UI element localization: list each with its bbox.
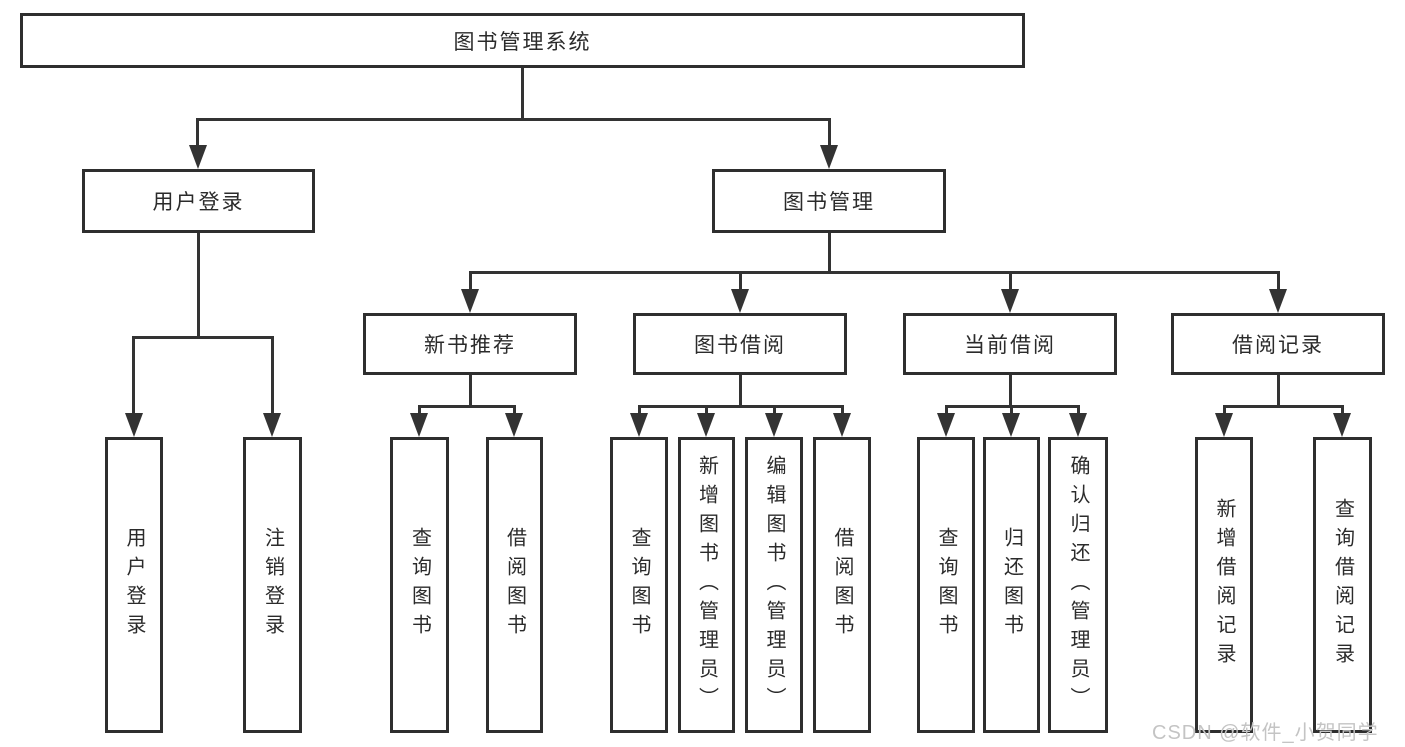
connector-line	[1277, 271, 1280, 293]
node-borrow-records-label: 借阅记录	[1232, 334, 1324, 357]
leaf-borrow-books-label: 借阅图书	[503, 527, 526, 643]
arrow-down-icon	[731, 289, 749, 313]
leaf-query-books-label: 查询图书	[408, 527, 431, 643]
leaf-edit-books-admin-label: 编辑图书（管理员）	[763, 454, 785, 716]
arrow-down-icon	[1001, 289, 1019, 313]
arrow-down-icon	[410, 413, 428, 437]
connector-line	[828, 118, 831, 148]
leaf-confirm-return-admin-label: 确认归还（管理员）	[1067, 454, 1089, 716]
node-new-book-recommend: 新书推荐	[363, 313, 577, 375]
arrow-down-icon	[697, 413, 715, 437]
arrow-down-icon	[765, 413, 783, 437]
arrow-down-icon	[1002, 413, 1020, 437]
node-user-login-label: 用户登录	[152, 191, 245, 214]
arrow-down-icon	[1069, 413, 1087, 437]
node-new-book-recommend-label: 新书推荐	[424, 334, 516, 357]
leaf-user-login: 用户登录	[105, 437, 163, 733]
arrow-down-icon	[125, 413, 143, 437]
arrow-down-icon	[937, 413, 955, 437]
connector-line	[132, 336, 135, 416]
node-book-management-label: 图书管理	[783, 191, 875, 214]
root-node-library-system: 图书管理系统	[20, 13, 1025, 68]
leaf-borrow-books-2: 借阅图书	[813, 437, 871, 733]
connector-line	[639, 405, 843, 408]
connector-line	[828, 233, 831, 273]
leaf-query-books: 查询图书	[390, 437, 449, 733]
connector-line	[133, 336, 273, 339]
connector-line	[419, 405, 515, 408]
node-current-borrow: 当前借阅	[903, 313, 1117, 375]
leaf-edit-books-admin: 编辑图书（管理员）	[745, 437, 803, 733]
node-book-management: 图书管理	[712, 169, 946, 233]
connector-line	[469, 375, 472, 405]
leaf-return-books: 归还图书	[983, 437, 1040, 733]
arrow-down-icon	[263, 413, 281, 437]
arrow-down-icon	[1215, 413, 1233, 437]
connector-line	[470, 271, 1280, 274]
node-current-borrow-label: 当前借阅	[964, 334, 1056, 357]
connector-line	[271, 336, 274, 416]
leaf-logout-label: 注销登录	[261, 527, 284, 643]
leaf-query-books-3-label: 查询图书	[935, 527, 957, 643]
connector-line	[1277, 375, 1280, 405]
connector-line	[513, 405, 516, 415]
arrow-down-icon	[461, 289, 479, 313]
connector-line	[196, 118, 199, 148]
connector-line	[638, 405, 641, 415]
leaf-query-books-3: 查询图书	[917, 437, 975, 733]
node-borrow-records: 借阅记录	[1171, 313, 1385, 375]
connector-line	[1077, 405, 1080, 415]
arrow-down-icon	[1333, 413, 1351, 437]
node-user-login: 用户登录	[82, 169, 315, 233]
leaf-add-books-admin: 新增图书（管理员）	[678, 437, 735, 733]
connector-line	[1223, 405, 1226, 415]
connector-line	[739, 271, 742, 293]
connector-line	[521, 68, 524, 118]
leaf-query-books-2: 查询图书	[610, 437, 668, 733]
connector-line	[705, 405, 708, 415]
root-node-label: 图书管理系统	[453, 30, 592, 54]
arrow-down-icon	[833, 413, 851, 437]
connector-line	[1341, 405, 1344, 415]
leaf-confirm-return-admin: 确认归还（管理员）	[1048, 437, 1108, 733]
connector-line	[945, 405, 948, 415]
arrow-down-icon	[505, 413, 523, 437]
leaf-logout: 注销登录	[243, 437, 302, 733]
leaf-query-borrow-record: 查询借阅记录	[1313, 437, 1372, 733]
arrow-down-icon	[189, 145, 207, 169]
leaf-user-login-label: 用户登录	[123, 527, 145, 643]
arrow-down-icon	[1269, 289, 1287, 313]
connector-line	[469, 271, 472, 293]
connector-line	[197, 118, 831, 121]
leaf-borrow-books: 借阅图书	[486, 437, 543, 733]
connector-line	[1010, 405, 1013, 415]
leaf-query-borrow-record-label: 查询借阅记录	[1331, 498, 1354, 672]
connector-line	[773, 405, 776, 415]
connector-line	[1224, 405, 1343, 408]
leaf-borrow-books-2-label: 借阅图书	[831, 527, 853, 643]
connector-line	[739, 375, 742, 405]
connector-line	[418, 405, 421, 415]
connector-line	[841, 405, 844, 415]
node-book-borrow: 图书借阅	[633, 313, 847, 375]
leaf-add-books-admin-label: 新增图书（管理员）	[695, 454, 718, 716]
leaf-query-books-2-label: 查询图书	[628, 527, 650, 643]
connector-line	[197, 233, 200, 336]
arrow-down-icon	[630, 413, 648, 437]
leaf-add-borrow-record: 新增借阅记录	[1195, 437, 1253, 733]
leaf-return-books-label: 归还图书	[1000, 527, 1023, 643]
connector-line	[1009, 271, 1012, 293]
connector-line	[1009, 375, 1012, 405]
arrow-down-icon	[820, 145, 838, 169]
csdn-watermark: CSDN @软件_小贺同学	[1152, 722, 1379, 744]
node-book-borrow-label: 图书借阅	[694, 334, 786, 357]
leaf-add-borrow-record-label: 新增借阅记录	[1213, 498, 1235, 672]
